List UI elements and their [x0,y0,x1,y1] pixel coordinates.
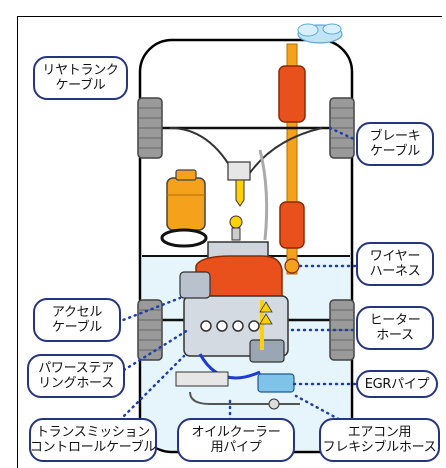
label-power-steering-line2: リングホース [38,376,114,391]
label-brake-line2: ケーブル [369,144,421,159]
pipe-fitting [268,398,280,410]
egr-cooler [257,373,295,393]
callout-brake-cable: ブレーキ ケーブル [356,122,434,166]
parking-brake-lever [227,161,251,207]
rear-muffler [278,65,306,123]
label-aircon-line2: フレキシブルホース [322,440,437,455]
callout-transmission-cable: トランスミッション コントロールケーブル [29,418,157,462]
label-rear-trunk-line1: リヤトランク [42,63,119,78]
radiator [175,371,229,387]
label-transmission-line1: トランスミッション [35,425,151,440]
label-oil-cooler-line1: オイルクーラー [191,425,281,440]
leader-lines [116,126,358,424]
callout-heater-hose: ヒーター ホース [356,306,434,350]
center-muffler [279,201,305,249]
diagram-frame [17,16,442,468]
callout-wire-harness: ワイヤー ハーネス [356,242,434,286]
shift-knob [229,215,243,241]
callout-egr-pipe: EGRパイプ [356,370,438,398]
callout-rear-trunk-cable: リヤトランク ケーブル [33,56,128,100]
exhaust-smoke-icon [297,23,343,44]
rear-left-wheel [137,97,163,159]
callout-power-steering-hose: パワーステア リングホース [27,354,125,398]
callout-accel-cable: アクセル ケーブル [33,298,121,342]
label-wire-harness-line2: ハーネス [369,264,421,279]
label-brake-line1: ブレーキ [369,129,421,144]
engine-block [179,241,289,380]
label-aircon-line1: エアコン用 [347,425,412,440]
label-accel-line1: アクセル [51,305,103,320]
label-rear-trunk-line2: ケーブル [55,78,106,93]
label-heater-line1: ヒーター [369,313,421,328]
label-wire-harness-line1: ワイヤー [369,249,421,264]
hose-coil [160,228,208,248]
callout-aircon-hose: エアコン用 フレキシブルホース [319,418,440,462]
exhaust-joint [284,258,300,274]
center-cable [258,149,269,241]
rear-right-wheel [329,97,355,159]
label-power-steering-line1: パワーステア [38,361,114,376]
label-egr: EGRパイプ [364,376,430,392]
label-heater-line2: ホース [376,328,414,343]
label-accel-line2: ケーブル [51,320,103,335]
exhaust-pipe [286,43,298,275]
front-left-wheel [137,299,163,361]
fuel-canister [166,169,206,231]
callout-oil-cooler-pipe: オイルクーラー 用パイプ [177,418,295,462]
oil-cooler-pipe [189,391,300,405]
label-transmission-line2: コントロールケーブル [29,440,157,455]
label-oil-cooler-line2: 用パイプ [210,440,262,455]
